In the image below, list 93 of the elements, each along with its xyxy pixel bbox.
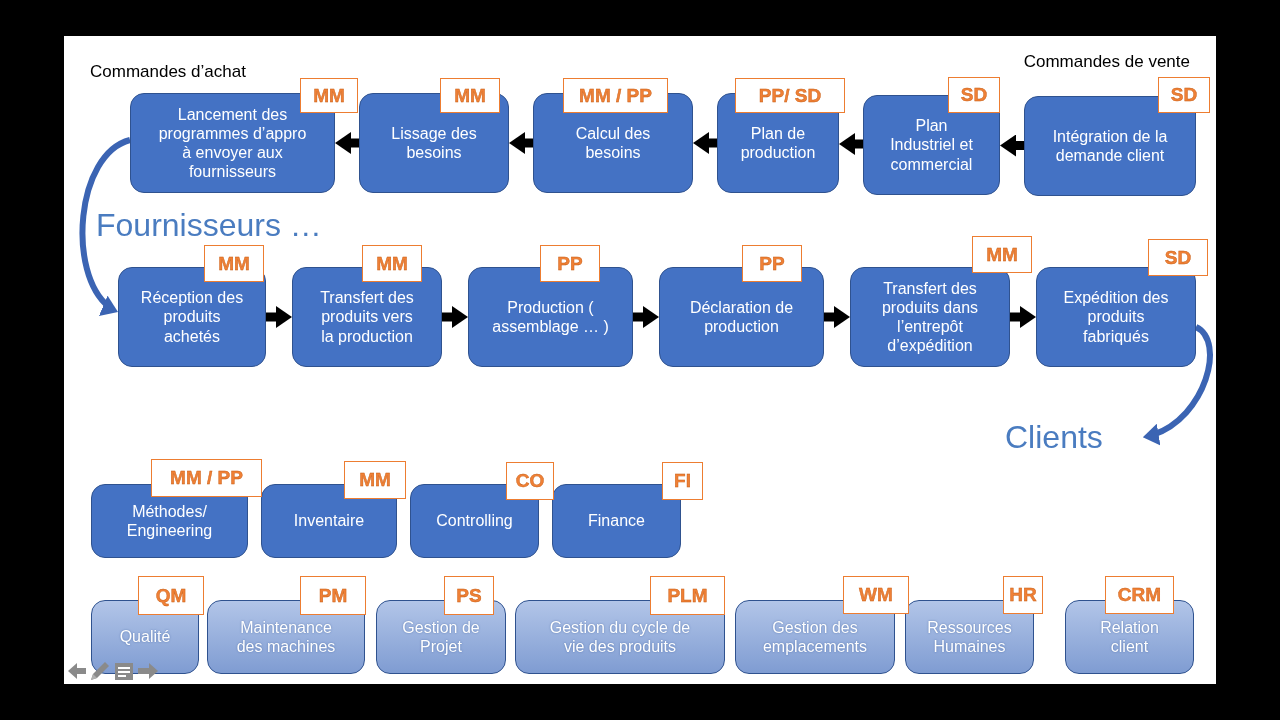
process-label: Plan Industriel et commercial <box>889 116 974 174</box>
module-box <box>905 600 1034 674</box>
module-tag <box>362 245 422 282</box>
process-label: Plan de production <box>739 123 817 163</box>
module-code: CRM <box>1117 584 1162 606</box>
flow-arrow <box>442 306 468 328</box>
group-title: Clients <box>1005 418 1143 457</box>
order-type-label: Commandes d’achat <box>90 62 246 83</box>
flow-arrow <box>693 132 717 154</box>
module-tag <box>662 462 703 500</box>
module-box <box>376 600 506 674</box>
module-tag <box>300 576 366 615</box>
module-code: PS <box>456 584 482 607</box>
process-label: Déclaration de production <box>688 297 795 337</box>
module-code: PP/ SD <box>758 84 822 107</box>
module-tag <box>972 236 1032 273</box>
module-code: MM <box>454 84 486 107</box>
module-box <box>261 484 397 558</box>
module-code: MM <box>313 84 345 107</box>
module-tag <box>151 459 262 497</box>
module-tag <box>1105 576 1174 614</box>
module-code: MM / PP <box>170 467 243 489</box>
group-title: Fournisseurs … <box>96 206 322 245</box>
module-label: Gestion des emplacements <box>761 617 868 657</box>
process-label: Production ( assemblage … ) <box>491 297 610 337</box>
module-code: MM <box>986 243 1018 266</box>
module-tag <box>440 78 500 113</box>
module-label: Qualité <box>118 627 172 647</box>
order-type-label: Commandes de vente <box>1023 52 1190 73</box>
module-tag <box>344 461 406 499</box>
flow-arrow <box>335 132 359 154</box>
module-label: Maintenance des machines <box>235 617 337 657</box>
module-label: Inventaire <box>292 511 366 531</box>
module-code: MM / PP <box>579 84 652 107</box>
module-code: SD <box>1164 246 1192 269</box>
process-box <box>1036 267 1196 367</box>
module-tag <box>843 576 909 614</box>
module-tag <box>300 78 358 113</box>
flow-arrow <box>824 306 850 328</box>
module-code: PLM <box>667 584 708 607</box>
flow-arrow <box>1010 306 1036 328</box>
module-tag <box>650 576 725 615</box>
module-code: HR <box>1009 584 1037 606</box>
process-label: Transfert des produits vers la production <box>319 288 415 346</box>
flow-arrow <box>839 133 863 155</box>
module-code: MM <box>376 252 408 275</box>
module-code: SD <box>960 84 988 106</box>
module-label: Finance <box>587 511 646 531</box>
module-code: MM <box>218 252 250 275</box>
flow-arrow <box>1000 134 1024 157</box>
module-tag <box>563 78 668 113</box>
module-code: PM <box>318 584 348 607</box>
process-label: Intégration de la demande client <box>1051 126 1169 166</box>
module-label: Gestion du cycle de vie des produits <box>548 617 692 657</box>
module-label: Ressources Humaines <box>926 617 1013 657</box>
module-label: Relation client <box>1099 617 1160 657</box>
process-label: Transfert des produits dans l’entrepôt d’expédition <box>880 278 980 356</box>
module-tag <box>1158 77 1210 113</box>
module-tag <box>444 576 494 615</box>
module-tag <box>948 77 1000 113</box>
module-tag <box>1148 239 1208 276</box>
flow-arrow <box>266 306 292 328</box>
process-label: Lancement des programmes d’appro à envoyer aux fournisseurs <box>157 104 308 182</box>
module-label: Controlling <box>435 511 514 531</box>
module-code: CO <box>515 470 545 492</box>
module-tag <box>540 245 600 282</box>
module-tag <box>138 576 204 615</box>
curved-arrow <box>1142 324 1213 444</box>
module-code: QM <box>155 584 187 607</box>
module-label: Méthodes/ Engineering <box>125 501 214 541</box>
module-code: SD <box>1170 84 1198 106</box>
curved-arrow <box>79 137 132 315</box>
process-label: Calcul des besoins <box>574 123 652 163</box>
process-box <box>850 267 1010 367</box>
module-code: PP <box>759 252 785 275</box>
flow-arrow <box>633 306 659 328</box>
process-label: Réception des produits achetés <box>139 288 245 346</box>
module-tag <box>735 78 845 113</box>
module-code: FI <box>674 470 691 492</box>
module-code: PP <box>557 252 583 275</box>
module-code: WM <box>859 584 893 606</box>
module-code: MM <box>359 469 391 491</box>
module-box <box>207 600 365 674</box>
flow-arrow <box>509 132 533 154</box>
module-box <box>515 600 725 674</box>
module-tag <box>204 245 264 282</box>
module-tag <box>742 245 802 282</box>
module-box <box>735 600 895 674</box>
module-label: Gestion de Projet <box>401 617 481 657</box>
module-tag <box>1003 576 1043 614</box>
process-label: Expédition des produits fabriqués <box>1062 288 1170 346</box>
process-label: Lissage des besoins <box>390 123 478 163</box>
module-tag <box>506 462 554 500</box>
